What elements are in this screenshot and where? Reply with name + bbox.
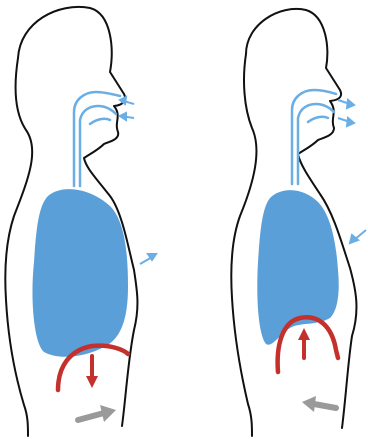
- oral-airway-left: [80, 106, 116, 186]
- mouth-line-left: [90, 119, 110, 124]
- abdomen-left-arrow-right: [302, 396, 336, 412]
- lung-left: [32, 189, 128, 357]
- diaphragm-up-arrow-right: [298, 328, 310, 358]
- diaphragm-right: [278, 317, 338, 372]
- lung-right: [257, 190, 338, 345]
- panel-right: [231, 9, 366, 436]
- chest-in-arrow-right: [350, 230, 366, 243]
- panel-left: [5, 7, 156, 436]
- oral-airway-right: [298, 104, 334, 184]
- diaphragm-down-arrow-left: [86, 356, 98, 388]
- back-outline-right: [231, 54, 256, 436]
- back-outline-left: [5, 58, 32, 436]
- abdomen-right-arrow-left: [78, 405, 116, 422]
- mouth-line-right: [308, 117, 328, 122]
- airflow-out-arrows-right: [338, 100, 354, 126]
- airflow-in-arrows-left: [120, 97, 134, 120]
- chest-out-arrow-left: [140, 254, 156, 264]
